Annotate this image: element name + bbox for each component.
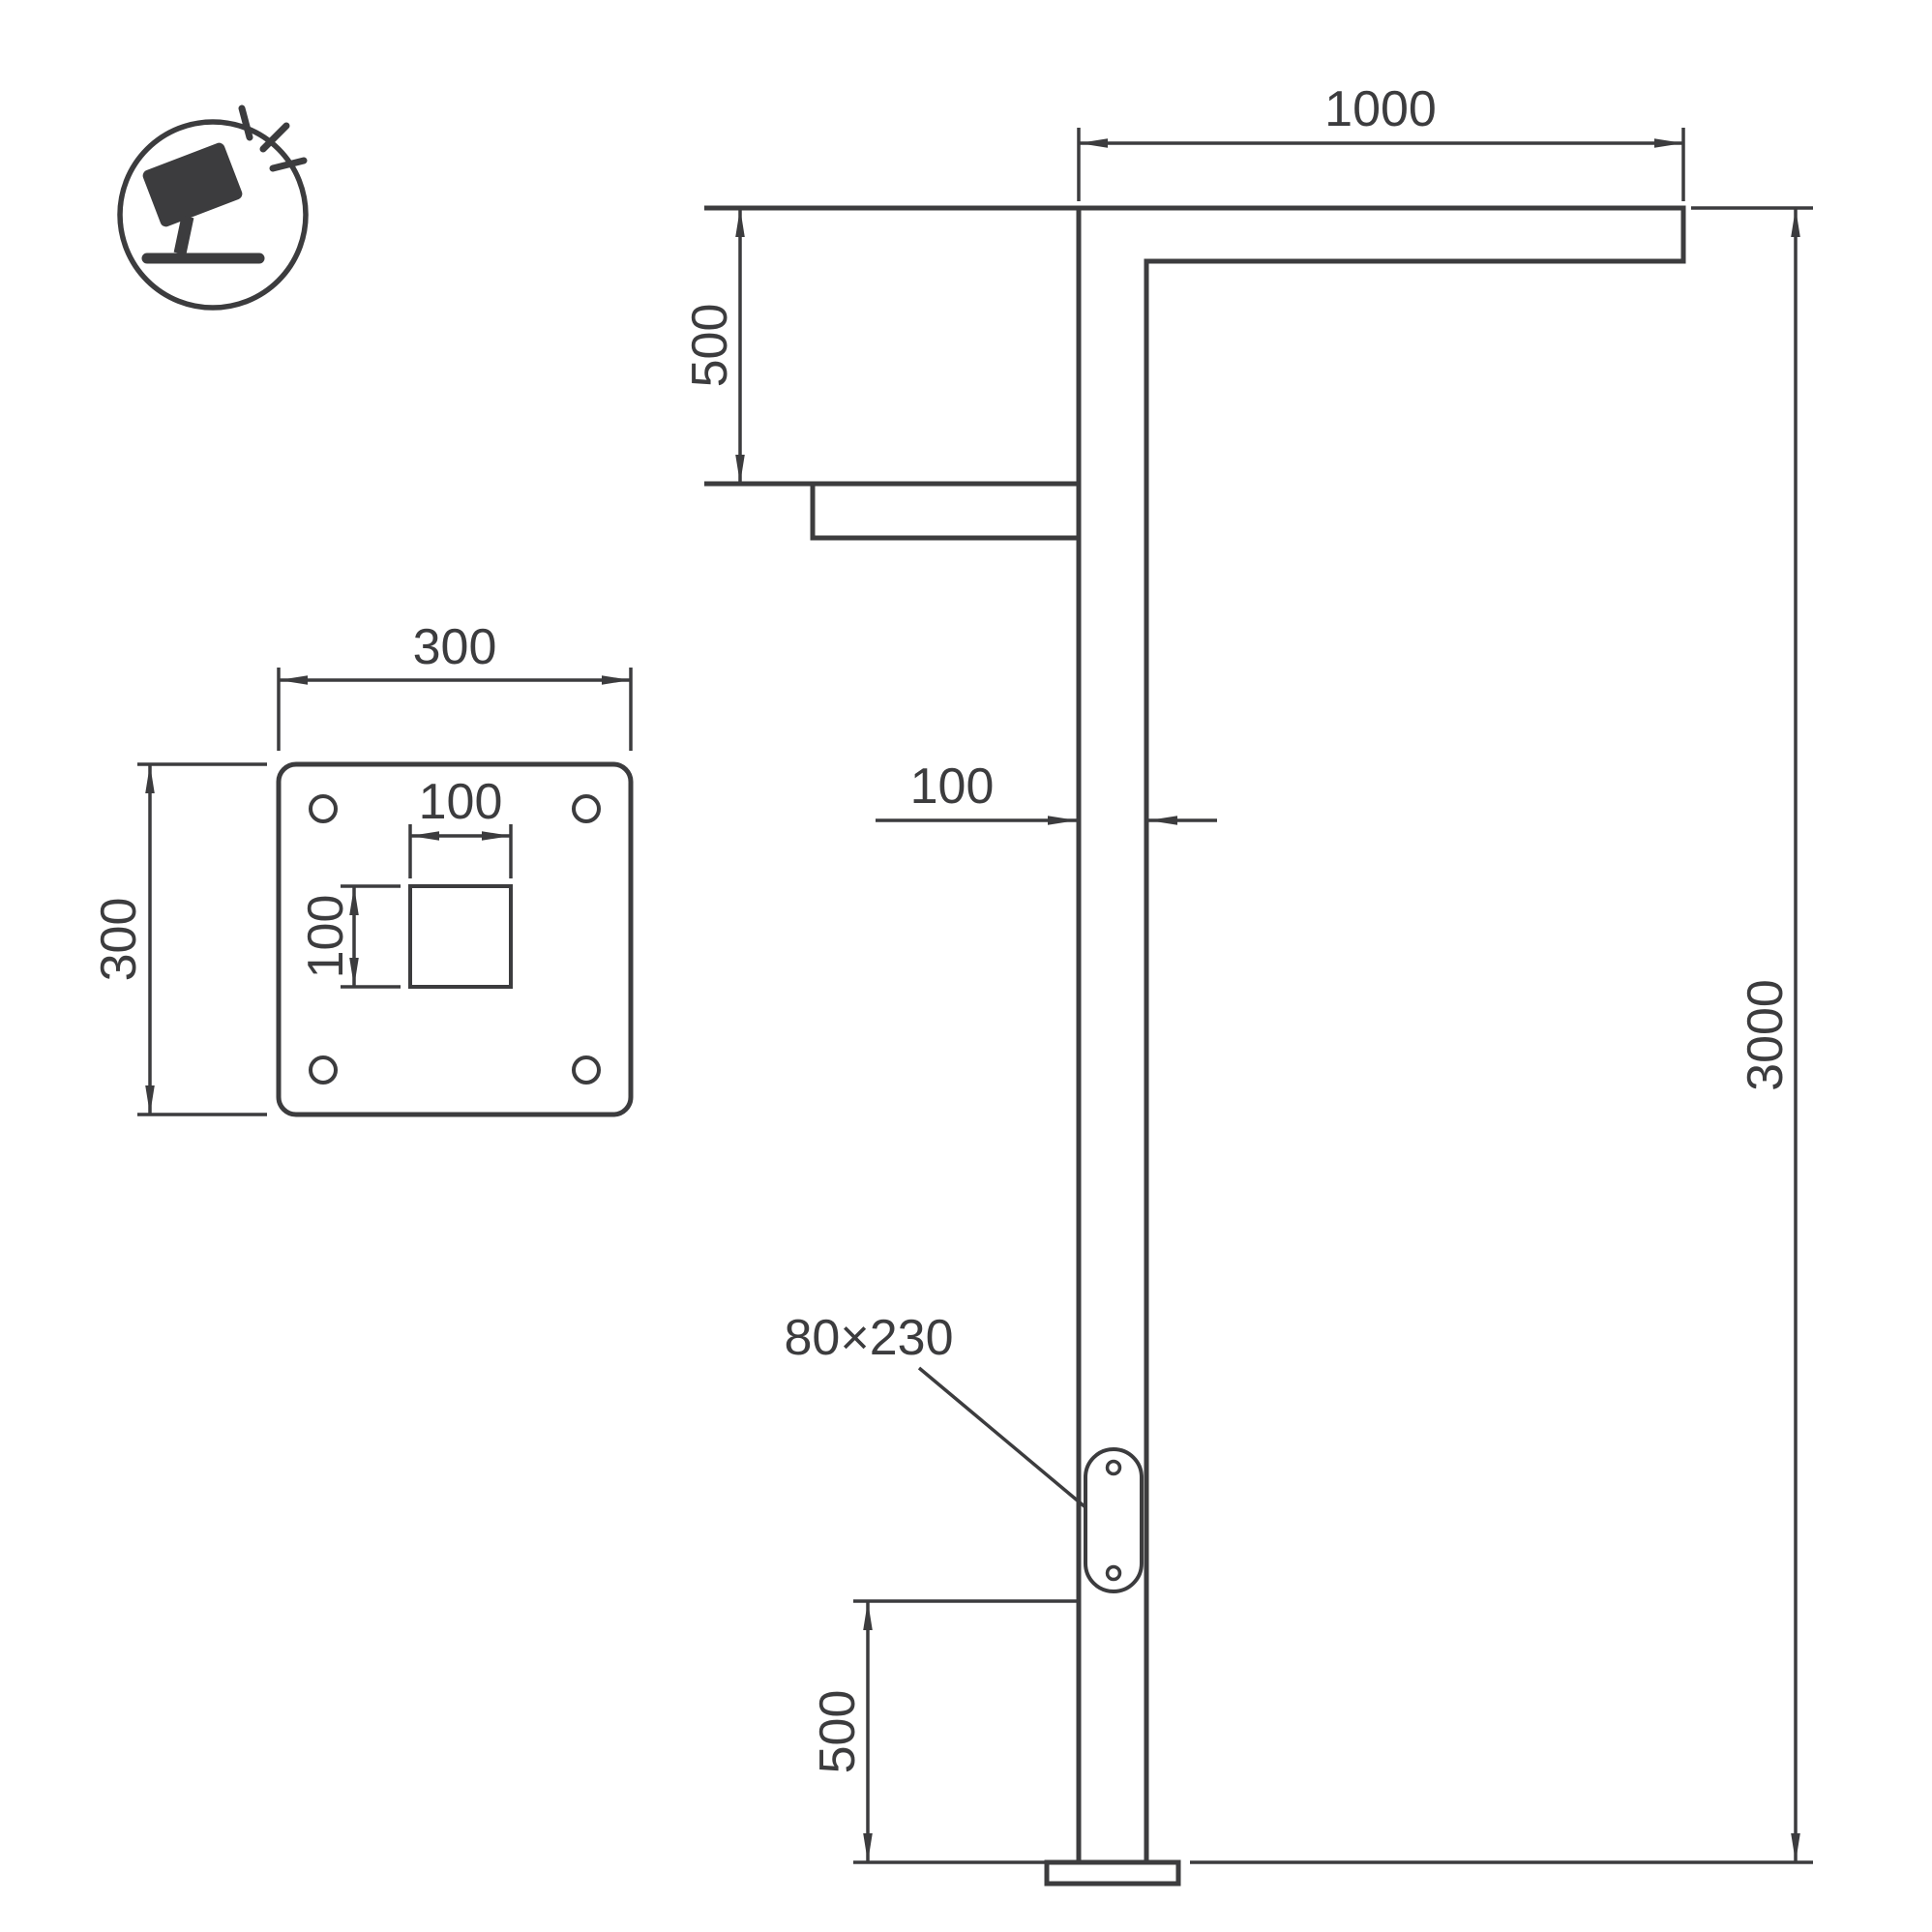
pole-front-view: 80×230 1000 500 100 3000 500: [682, 81, 1813, 1887]
dim-label-hatch-bottom-height: 500: [810, 1690, 866, 1774]
floodlight-body: [142, 142, 243, 227]
floodlight-stem: [173, 215, 194, 255]
pole-top-arm-outline: [704, 205, 1686, 1862]
center-pole-hole: [408, 884, 513, 989]
bolt-hole: [309, 1055, 338, 1085]
floodlight-housing: [142, 142, 243, 227]
dim-label-pole-height: 3000: [1738, 979, 1794, 1091]
bolt-hole: [309, 794, 338, 823]
hatch-leader-line: [917, 1366, 1087, 1509]
dim-label-plate-width: 300: [413, 619, 497, 675]
hatch-screw: [1105, 1459, 1122, 1476]
service-hatch: [1084, 1447, 1144, 1593]
dim-label-pole-width: 100: [910, 758, 995, 815]
light-ray-icon: [259, 122, 290, 153]
bolt-hole: [572, 794, 601, 823]
hatch-screw: [1105, 1564, 1122, 1582]
plate-outline: [276, 761, 634, 1117]
dim-label-plate-height: 300: [91, 898, 147, 982]
pole-base-flange: [1044, 1859, 1181, 1887]
left-arm-outline: [810, 484, 1079, 541]
dim-label-arm-offset: 500: [682, 304, 738, 388]
tilted-floodlight-icon: [117, 104, 309, 311]
light-ray-icon: [238, 104, 253, 141]
base-plate-view: 300 300 100 100: [91, 619, 634, 1117]
dim-label-hole-height: 100: [298, 895, 354, 979]
dim-label-arm-length: 1000: [1324, 81, 1437, 137]
icon-circle-border: [117, 119, 309, 311]
dim-label-hatch-size: 80×230: [785, 1310, 954, 1366]
bolt-hole: [572, 1055, 601, 1085]
dim-label-hole-width: 100: [419, 774, 503, 830]
light-ray-icon: [269, 157, 308, 172]
